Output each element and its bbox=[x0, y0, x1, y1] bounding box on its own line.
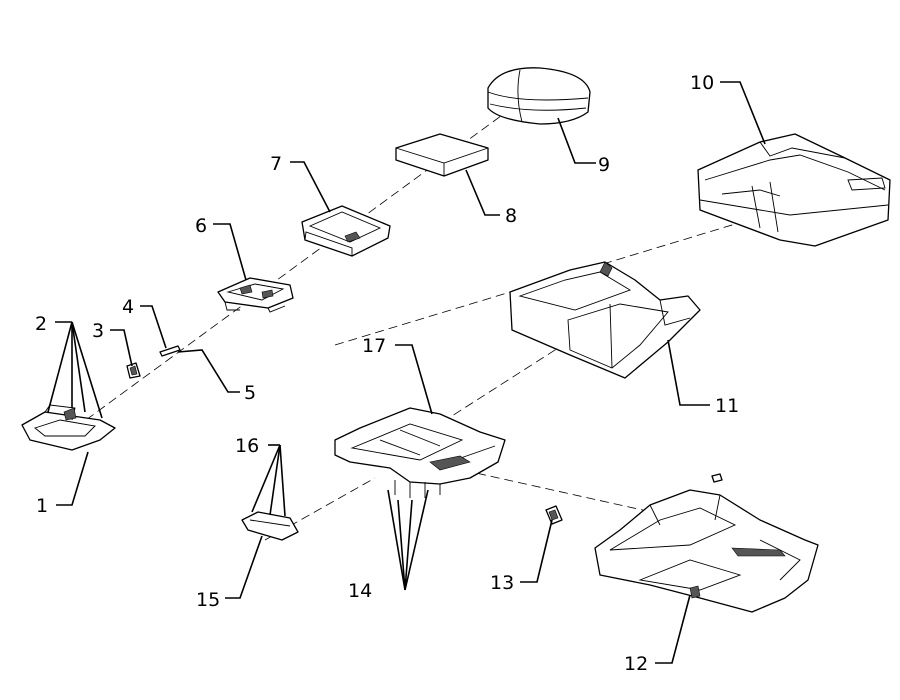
callout-16: 16 bbox=[235, 435, 259, 457]
part-11-seat-frame bbox=[509, 261, 701, 379]
callout-labels: 1 2 3 4 5 6 7 8 9 10 11 12 13 14 15 16 1… bbox=[35, 72, 739, 675]
callout-15: 15 bbox=[196, 589, 220, 611]
callout-13: 13 bbox=[490, 572, 514, 594]
part-4-pin bbox=[159, 345, 181, 357]
part-10-seatback-cover bbox=[697, 133, 891, 247]
callout-7: 7 bbox=[270, 153, 282, 175]
callout-2: 2 bbox=[35, 313, 47, 335]
callout-9: 9 bbox=[598, 154, 610, 176]
callout-12: 12 bbox=[624, 653, 648, 675]
callout-10: 10 bbox=[690, 72, 714, 94]
part-17-mounting-frame bbox=[334, 407, 506, 498]
part-9-cushion-cover bbox=[487, 67, 591, 125]
callout-14: 14 bbox=[348, 580, 372, 602]
part-2-fastener-lines bbox=[47, 321, 103, 419]
callout-17: 17 bbox=[362, 335, 386, 357]
part-14-screw-lines bbox=[387, 489, 429, 591]
callout-leaders bbox=[56, 81, 766, 664]
part-1-tray bbox=[21, 404, 116, 451]
part-15-plate bbox=[241, 511, 299, 541]
callout-6: 6 bbox=[195, 215, 207, 237]
callout-8: 8 bbox=[505, 205, 517, 227]
part-8-cushion-pad bbox=[395, 133, 489, 177]
part-13-bracket bbox=[545, 505, 563, 525]
callout-5: 5 bbox=[244, 382, 256, 404]
callout-4: 4 bbox=[122, 296, 134, 318]
part-16-fastener-lines bbox=[251, 444, 286, 517]
callout-11: 11 bbox=[715, 395, 739, 417]
callout-1: 1 bbox=[36, 495, 48, 517]
part-6-bracket bbox=[217, 277, 294, 313]
part-7-seat-pan bbox=[301, 205, 391, 257]
part-3-clip bbox=[126, 362, 141, 379]
callout-3: 3 bbox=[92, 320, 104, 342]
part-12-floor-tray bbox=[594, 473, 819, 613]
